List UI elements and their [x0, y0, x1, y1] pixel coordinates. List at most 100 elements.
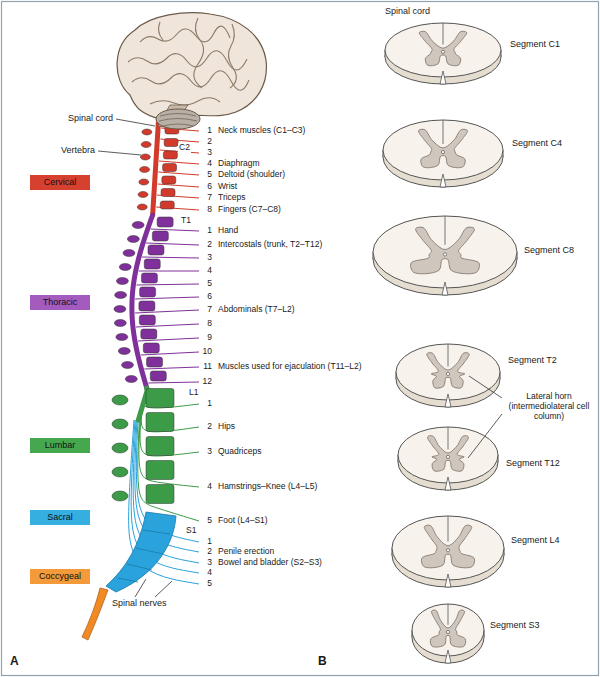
spinal-level-number: 2: [207, 547, 212, 557]
spinal-level-number: 5: [207, 516, 212, 526]
spinal-level-number: 8: [207, 205, 212, 215]
spinal-level-number: 5: [207, 279, 212, 289]
spinous-process: [112, 395, 128, 405]
cerebellum-folia: [159, 114, 197, 127]
anterior-fissure: [445, 650, 451, 663]
spinal-nerve: [141, 404, 199, 432]
vertebral-body: [150, 371, 166, 381]
region-band: Thoracic: [30, 295, 90, 310]
spinal-level-number: 1: [207, 226, 212, 236]
spinal-level-number: 4: [207, 568, 212, 578]
spinous-process: [122, 362, 134, 369]
spinal-nerve: [135, 297, 199, 299]
anterior-fissure: [440, 71, 446, 84]
vertebral-body: [141, 329, 157, 339]
panel-heading: Spinal cord: [385, 6, 430, 16]
muscle-function: Intercostals (trunk, T2–T12): [218, 240, 322, 250]
spinal-level-number: 11: [203, 362, 212, 372]
structure-label: Spinal cord: [68, 113, 113, 123]
segment-label: Segment L4: [511, 535, 560, 545]
spinous-process: [112, 491, 128, 501]
vertebra-level-tag: C2: [178, 143, 191, 153]
spinous-process: [115, 292, 127, 299]
spinal-level-number: 7: [207, 305, 212, 315]
muscle-function: Penile erection: [218, 547, 274, 557]
spinal-nerve: [142, 257, 199, 258]
central-canal: [441, 50, 444, 53]
spinal-level-number: 2: [207, 137, 212, 147]
region-band: Sacral: [30, 510, 90, 525]
cord-section: [392, 516, 504, 587]
region-band: Cervical: [30, 175, 90, 190]
vertebral-body: [162, 176, 176, 184]
cord-cross-sections: [373, 23, 517, 663]
muscle-function: Muscles used for ejaculation (T11–L2): [218, 362, 361, 372]
spinous-process: [139, 179, 149, 185]
cord-section: [385, 23, 501, 84]
posterior-septum: [445, 216, 446, 245]
coccyx: [82, 588, 108, 640]
vertebral-body: [161, 189, 175, 197]
leader-lines: [98, 119, 502, 597]
brain-gyri: [128, 18, 249, 105]
vertebral-body: [163, 164, 177, 172]
vertebral-body: [146, 485, 174, 504]
region-name: Cervical: [44, 177, 77, 187]
spinous-process: [132, 222, 144, 229]
cord-section: [373, 216, 517, 295]
muscle-function: Abdominals (T7–L2): [218, 305, 295, 315]
region-band: Coccygeal: [30, 569, 90, 584]
spinal-level-number: 3: [207, 558, 212, 568]
spinal-level-number: 10: [203, 347, 212, 357]
spinal-cord-segment: [153, 122, 159, 215]
sacrum-segments: [118, 530, 170, 582]
spinal-level-number: 12: [203, 377, 212, 387]
vertebral-column: [112, 126, 179, 504]
spinal-level-number: 5: [207, 170, 212, 180]
muscle-function: Bowel and bladder (S2–S3): [218, 558, 322, 568]
spinal-level-number: 6: [207, 182, 212, 192]
spinous-process: [142, 129, 152, 135]
posterior-septum: [448, 427, 449, 449]
anterior-fissure: [445, 477, 451, 490]
spinous-process: [116, 334, 128, 341]
spinous-process: [125, 376, 137, 383]
spinal-level-number: 2: [207, 240, 212, 250]
spinal-level-number: 8: [207, 319, 212, 329]
vertebral-body: [143, 343, 159, 353]
region-name: Lumbar: [45, 440, 76, 450]
central-canal: [441, 150, 444, 153]
segment-label: Segment S3: [490, 620, 540, 630]
lateral-horn-label: Lateral horn (intermediolateral cell col…: [505, 392, 593, 421]
region-band: Lumbar: [30, 438, 90, 453]
spinal-level-number: 5: [207, 579, 212, 589]
spinal-level-number: 4: [207, 482, 212, 492]
spinal-nerve: [140, 408, 199, 456]
cord-section: [398, 427, 498, 490]
cord-section: [396, 344, 500, 407]
spinal-nerve: [144, 367, 199, 369]
spinous-process: [127, 236, 139, 243]
white-matter: [383, 120, 503, 180]
vertebral-body: [139, 315, 155, 325]
spinal-level-number: 3: [207, 253, 212, 263]
spinal-level-number: 9: [207, 333, 212, 343]
vertebra-level-tag: L1: [188, 388, 199, 398]
white-matter: [396, 344, 500, 400]
central-canal: [446, 630, 449, 633]
posterior-septum: [443, 23, 444, 45]
vertebral-body: [148, 245, 164, 255]
muscle-function: Deltoid (shoulder): [218, 170, 285, 180]
spinous-process: [138, 192, 148, 198]
cord-section: [383, 120, 503, 187]
cord-section: [412, 604, 484, 663]
spinal-nerve: [158, 184, 199, 187]
vertebra-level-tag: S1: [185, 526, 197, 536]
muscle-function: Hand: [218, 226, 238, 236]
white-matter: [392, 516, 504, 580]
vertebral-body: [140, 287, 156, 297]
region-name: Coccygeal: [39, 571, 81, 581]
spinous-process: [112, 467, 128, 477]
